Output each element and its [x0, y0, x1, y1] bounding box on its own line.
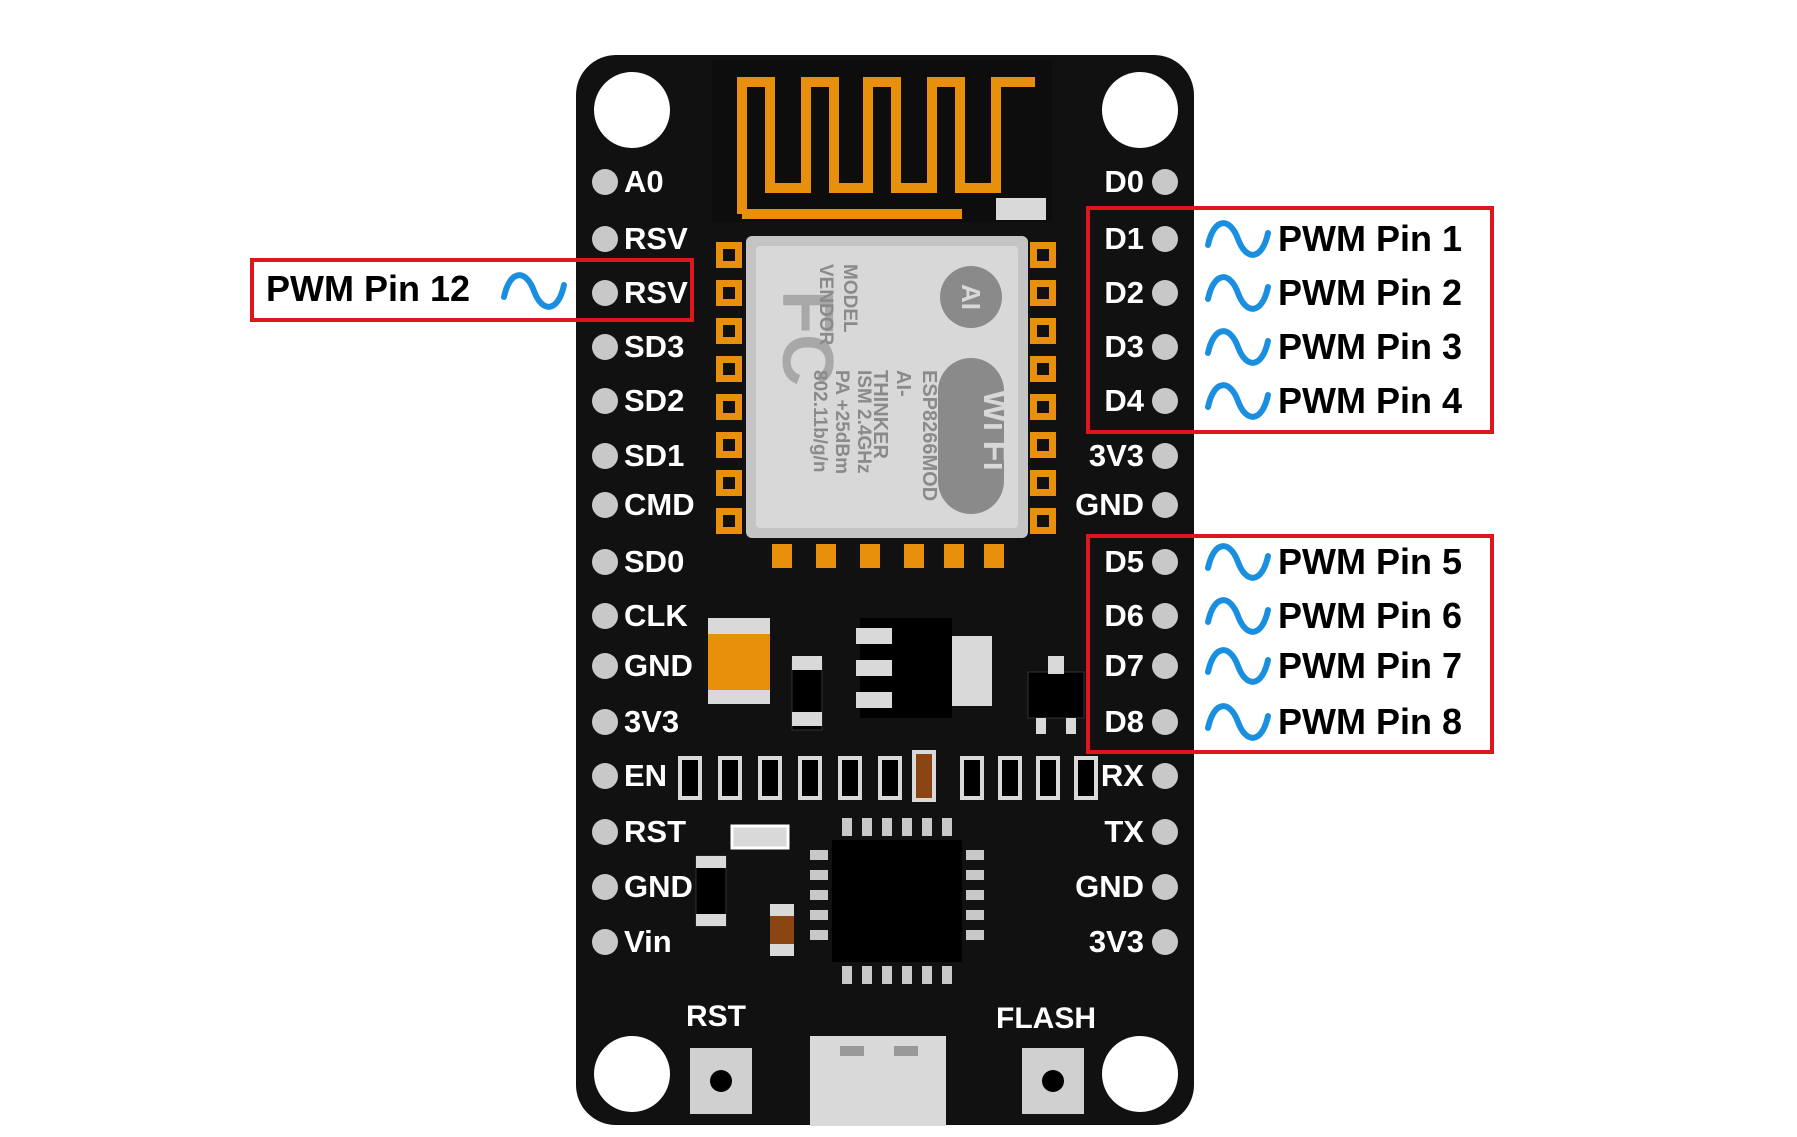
- pin-label-left: CMD: [624, 487, 695, 522]
- pwm-wave-icon: [1205, 647, 1271, 685]
- pin-label-right: D6: [1104, 598, 1144, 633]
- pwm-wave-icon: [1205, 328, 1271, 366]
- pin-label-left: SD1: [624, 438, 685, 473]
- pin-label-right: 3V3: [1088, 438, 1144, 473]
- pin-pad-right: [1152, 709, 1178, 735]
- pin-label-right: TX: [1104, 814, 1144, 849]
- pwm-wave-icon: [1205, 220, 1271, 258]
- pwm-pin-label: PWM Pin 4: [1278, 380, 1463, 421]
- mounting-hole-bottom-right: [1102, 1036, 1178, 1112]
- pwm-wave-icon: [1205, 703, 1271, 741]
- pin-pad-right: [1152, 819, 1178, 845]
- pin-label-right: D7: [1104, 648, 1144, 683]
- pwm-wave-icon: [1205, 597, 1271, 635]
- pwm-wave-icon: [1205, 382, 1271, 420]
- pwm-pin-label: PWM Pin 5: [1278, 541, 1463, 582]
- pwm-callout-left: [250, 258, 694, 322]
- pin-label-left: SD0: [624, 544, 685, 579]
- pin-pad-right: [1152, 492, 1178, 518]
- pin-pad-left: [592, 929, 618, 955]
- pwm-pin-label: PWM Pin 6: [1278, 595, 1463, 636]
- pin-label-left: SD2: [624, 383, 685, 418]
- pin-label-right: GND: [1075, 487, 1144, 522]
- wifi-logo: [938, 358, 1004, 514]
- pin-label-right: D5: [1104, 544, 1144, 579]
- pin-pad-right: [1152, 443, 1178, 469]
- pwm-pin-label: PWM Pin 3: [1278, 326, 1463, 367]
- resistor-row: [678, 750, 1098, 802]
- pin-label-right: D1: [1104, 221, 1144, 256]
- pwm-pin-label: PWM Pin 1: [1278, 218, 1463, 259]
- pin-pad-left: [592, 603, 618, 629]
- pin-label-left: CLK: [624, 598, 688, 633]
- mounting-hole-bottom-left: [594, 1036, 670, 1112]
- pin-pad-left: [592, 492, 618, 518]
- pwm-wave-icon: [501, 272, 567, 310]
- pin-label-right: D8: [1104, 704, 1144, 739]
- pwm-pin-label: PWM Pin 2: [1278, 272, 1463, 313]
- pin-label-right: D3: [1104, 329, 1144, 364]
- pwm-pin-label: PWM Pin 7: [1278, 645, 1463, 686]
- pin-pad-right: [1152, 929, 1178, 955]
- pin-pad-left: [592, 443, 618, 469]
- pin-label-left: GND: [624, 648, 693, 683]
- module-silkscreen: FC MODEL VENDOR ESP8266MOD AI-THINKER IS…: [752, 250, 1028, 530]
- pin-pad-left: [592, 874, 618, 900]
- pin-pad-right: [1152, 226, 1178, 252]
- pin-pad-left: [592, 226, 618, 252]
- pin-pad-right: [1152, 874, 1178, 900]
- pin-pad-right: [1152, 603, 1178, 629]
- pin-label-right: D0: [1104, 164, 1144, 199]
- pin-pad-left: [592, 819, 618, 845]
- rst-button-label: RST: [686, 1000, 746, 1033]
- pin-pad-right: [1152, 763, 1178, 789]
- pwm-pin-label: PWM Pin 12: [266, 268, 471, 309]
- module-pads: [716, 242, 1056, 568]
- pin-label-left: A0: [624, 164, 664, 199]
- pin-label-right: GND: [1075, 869, 1144, 904]
- pin-pad-left: [592, 388, 618, 414]
- mounting-hole-top-right: [1102, 72, 1178, 148]
- pin-pad-right: [1152, 653, 1178, 679]
- pin-label-left: GND: [624, 869, 693, 904]
- pin-pad-left: [592, 549, 618, 575]
- pin-pad-left: [592, 709, 618, 735]
- pin-pad-right: [1152, 549, 1178, 575]
- pin-pad-right: [1152, 334, 1178, 360]
- pin-pad-left: [592, 763, 618, 789]
- pin-pad-left: [592, 280, 618, 306]
- pin-pad-right: [1152, 280, 1178, 306]
- pin-label-right: D2: [1104, 275, 1144, 310]
- pin-label-left: RSV: [624, 275, 688, 310]
- micro-usb-port[interactable]: [810, 1036, 946, 1126]
- pwm-wave-icon: [1205, 274, 1271, 312]
- pwm-callout-right-bottom: [1086, 534, 1494, 754]
- pin-label-left: 3V3: [624, 704, 680, 739]
- pin-label-left: SD3: [624, 329, 685, 364]
- pwm-callout-right-top: [1086, 206, 1494, 434]
- pin-pad-right: [1152, 169, 1178, 195]
- pwm-pin-label: PWM Pin 8: [1278, 701, 1463, 742]
- pin-pad-left: [592, 169, 618, 195]
- pwm-wave-icon: [1205, 543, 1271, 581]
- pin-pad-left: [592, 653, 618, 679]
- antenna-trace: [737, 77, 1035, 214]
- pin-pad-left: [592, 334, 618, 360]
- pin-label-right: D4: [1104, 383, 1144, 418]
- pin-label-left: Vin: [624, 924, 672, 959]
- pin-pad-right: [1152, 388, 1178, 414]
- usb-serial-chip: [832, 840, 962, 962]
- pin-label-left: RST: [624, 814, 686, 849]
- pin-label-left: EN: [624, 758, 668, 793]
- pin-label-right: 3V3: [1088, 924, 1144, 959]
- flash-button-label: FLASH: [996, 1002, 1096, 1035]
- pin-label-right: RX: [1100, 758, 1144, 793]
- mounting-hole-top-left: [594, 72, 670, 148]
- pin-label-left: RSV: [624, 221, 688, 256]
